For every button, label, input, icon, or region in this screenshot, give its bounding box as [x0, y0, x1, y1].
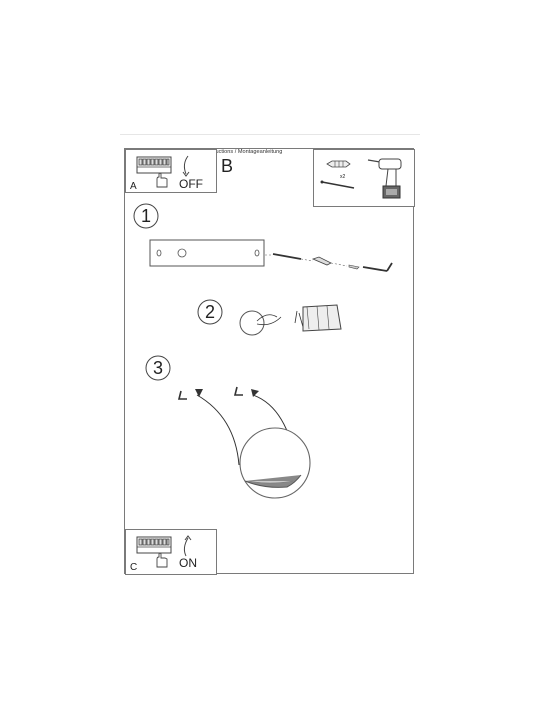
screw-icon [320, 180, 355, 189]
wall-plug-icon [326, 160, 351, 168]
step-3-label: 3 [153, 358, 164, 378]
on-label: ON [179, 556, 197, 570]
arrow-icon [182, 155, 190, 177]
step-1-label: 1 [141, 206, 152, 226]
step-1-number [133, 203, 159, 229]
panel-a-letter: A [130, 181, 137, 192]
off-label: OFF [179, 177, 203, 191]
lamp-shade-icon [239, 427, 311, 499]
fuse-box-icon [136, 156, 172, 174]
quantity-label: x2 [340, 174, 346, 180]
panel-a: A OFF [125, 149, 217, 193]
bracket-hook-icon [177, 386, 243, 400]
socket-icon [239, 304, 342, 336]
panel-b-tools: x2 [313, 149, 415, 207]
panel-c-letter: C [130, 562, 138, 573]
arrow-icon [183, 535, 192, 557]
panel-b-letter: B [221, 156, 234, 176]
step-2-number [197, 299, 223, 325]
step-2-label: 2 [205, 302, 216, 322]
header-rule [120, 134, 420, 135]
step-3-number [145, 355, 171, 381]
hand-icon [156, 172, 168, 188]
mounting-plate-icon [149, 239, 265, 267]
hand-icon [156, 552, 168, 568]
screw-assembly-icon [265, 253, 393, 272]
instruction-sheet: A OFF B x2 1 [124, 148, 415, 575]
panel-c: C ON [125, 529, 217, 575]
fuse-box-icon [136, 536, 172, 554]
drill-icon [367, 158, 402, 199]
